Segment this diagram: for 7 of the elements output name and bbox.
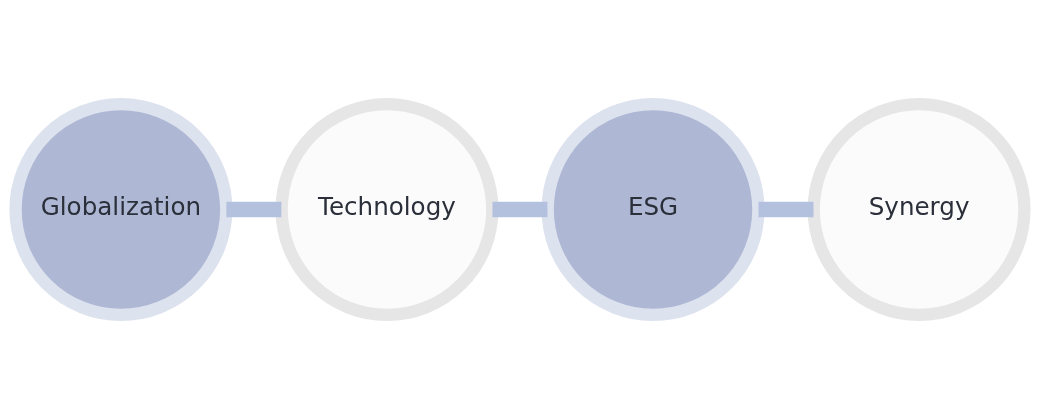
node-circle: ESG xyxy=(541,98,765,321)
node-circle: Technology xyxy=(275,98,499,321)
connector xyxy=(492,201,548,218)
node-circle: Globalization xyxy=(9,98,233,321)
node-circle: Synergy xyxy=(807,98,1031,321)
connector xyxy=(226,201,282,218)
connector xyxy=(758,201,814,218)
